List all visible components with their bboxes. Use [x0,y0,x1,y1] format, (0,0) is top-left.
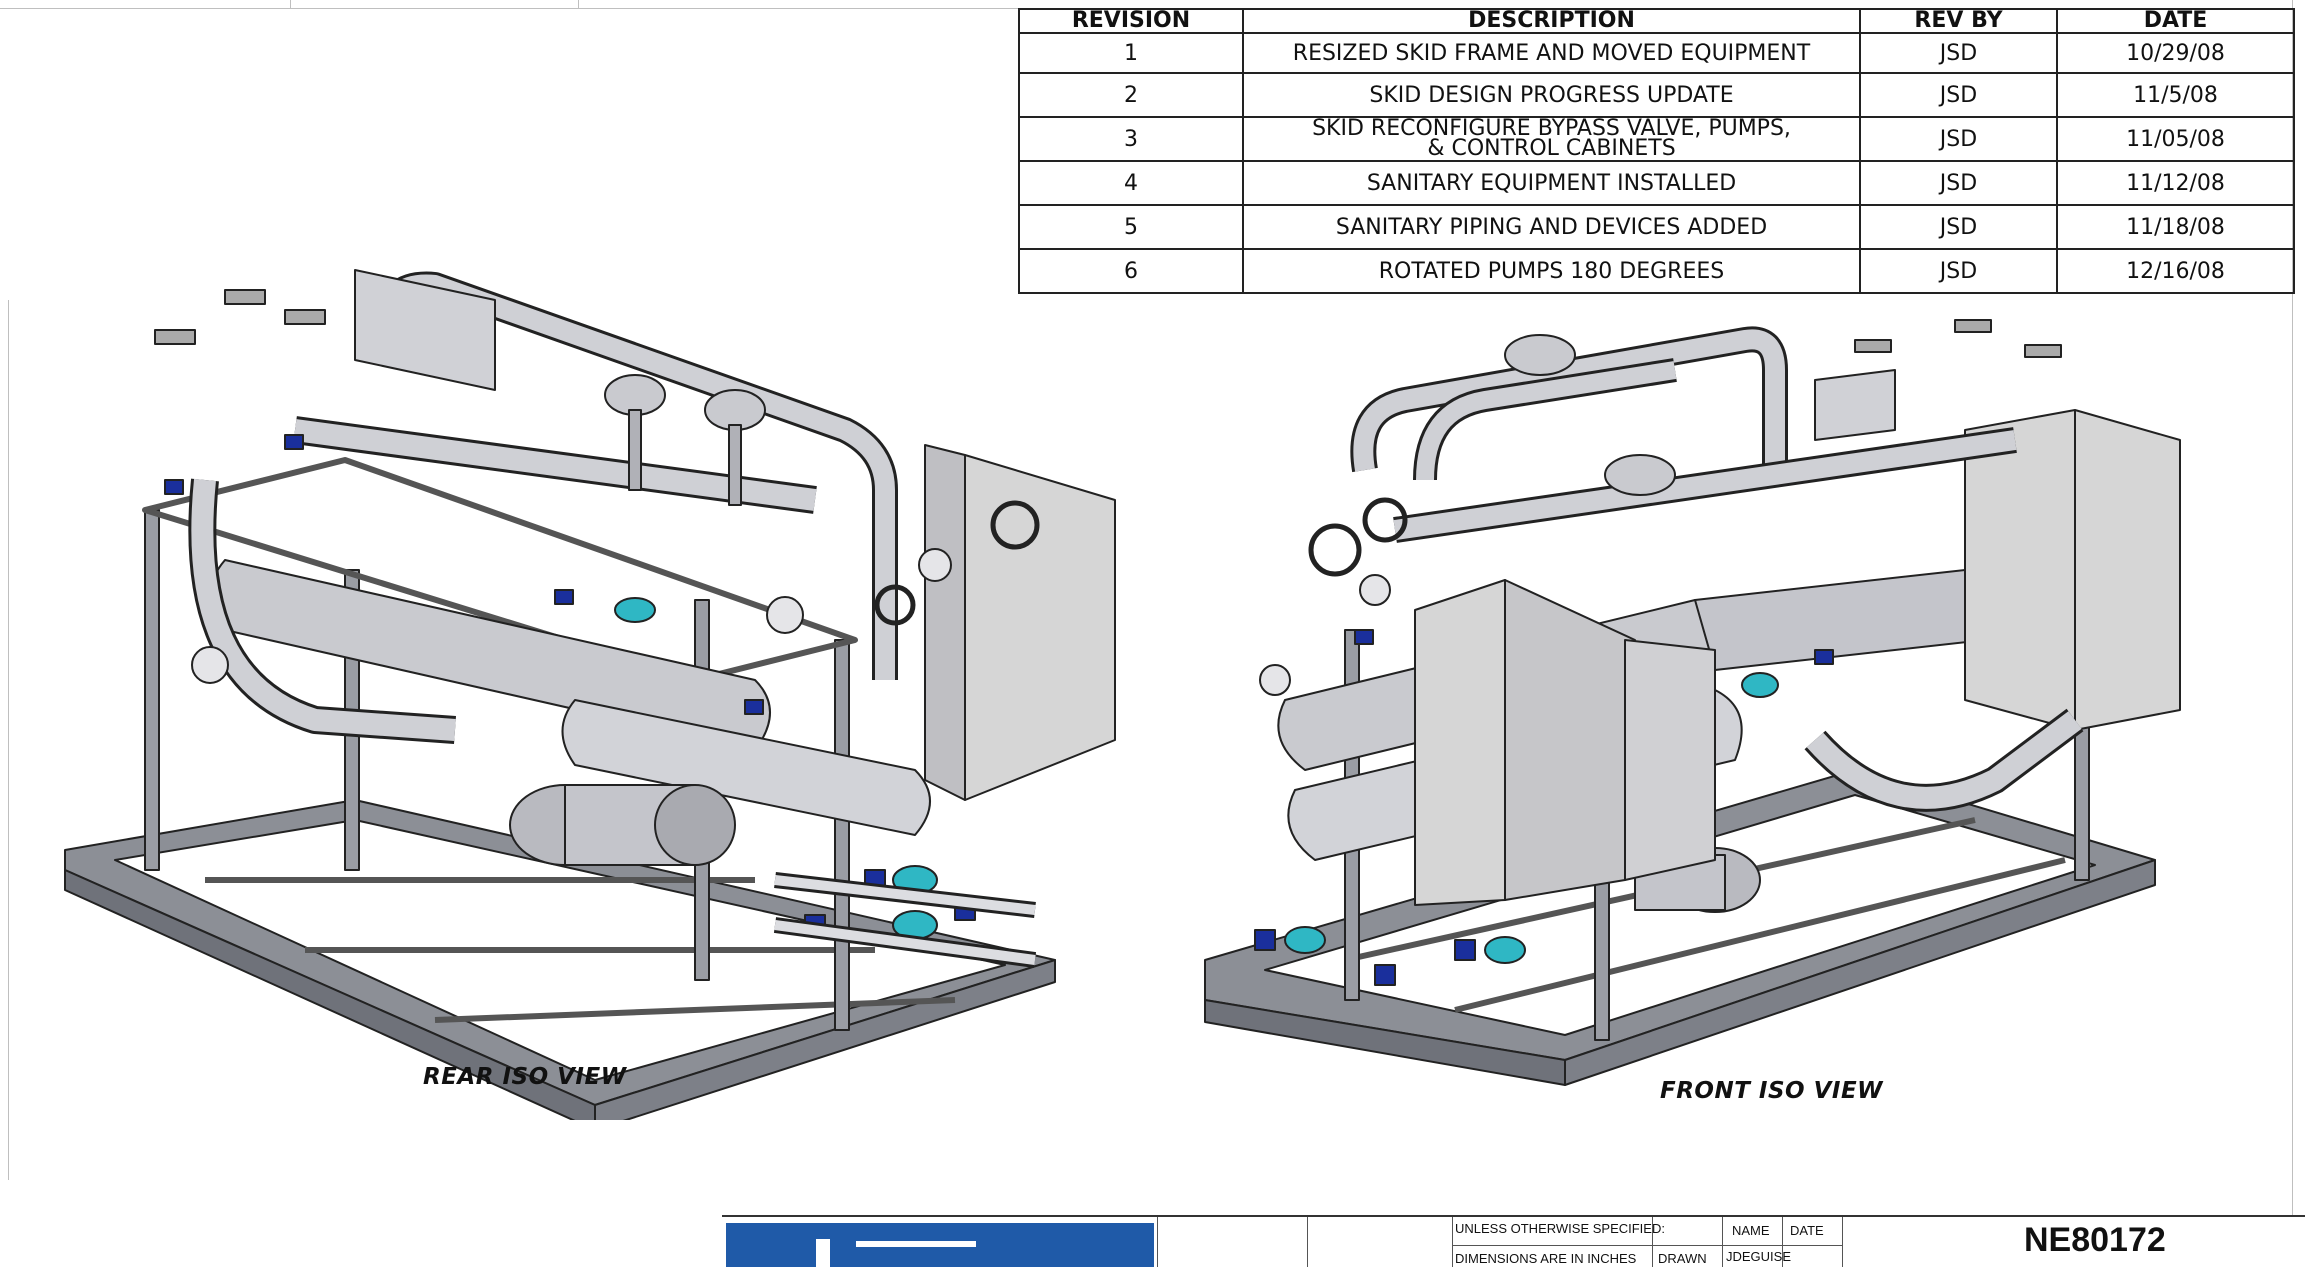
revision-date: 11/05/08 [2056,116,2295,162]
revision-date: 11/12/08 [2056,160,2295,206]
teal-instrument [614,597,656,623]
sheet-border-line [578,0,579,8]
front-iso-view [1195,300,2195,1100]
unless-specified-label: UNLESS OTHERWISE SPECIFIED: [1455,1221,1665,1236]
drawn-label: DRAWN [1658,1251,1707,1266]
blue-valve [554,589,574,605]
revision-description: RESIZED SKID FRAME AND MOVED EQUIPMENT [1242,32,1861,74]
sheet-border-line [2292,0,2293,1215]
revision-table: REVISION DESCRIPTION REV BY DATE 1 RESIZ… [1018,8,2295,294]
blue-valve [744,699,764,715]
date-header: DATE [1790,1223,1824,1238]
control-cabinet [1624,639,1716,881]
revision-by: JSD [1859,204,2058,250]
rev-by-column-header: REV BY [1859,8,2058,34]
blue-valve [1374,964,1396,986]
revision-description: ROTATED PUMPS 180 DEGREES [1242,248,1861,294]
revision-row: 1 RESIZED SKID FRAME AND MOVED EQUIPMENT… [1018,32,2295,74]
date-column-header: DATE [2056,8,2295,34]
revision-by: JSD [1859,248,2058,294]
description-column-header: DESCRIPTION [1242,8,1861,34]
teal-instrument [1284,926,1326,954]
revision-header-row: REVISION DESCRIPTION REV BY DATE [1018,8,2295,34]
revision-date: 12/16/08 [2056,248,2295,294]
company-logo [726,1223,1154,1267]
revision-by: JSD [1859,32,2058,74]
dimensions-note: DIMENSIONS ARE IN INCHES [1455,1251,1637,1266]
revision-number: 5 [1018,204,1244,250]
revision-row: 2 SKID DESIGN PROGRESS UPDATE JSD 11/5/0… [1018,72,2295,118]
logo-text-icon [856,1241,976,1273]
revision-number: 4 [1018,160,1244,206]
sheet-border-line [0,8,1018,9]
revision-description: SKID RECONFIGURE BYPASS VALVE, PUMPS, & … [1242,116,1861,162]
revision-by: JSD [1859,160,2058,206]
sheet-border-line [290,0,291,8]
control-cabinet [1414,579,1506,906]
logo-mark-icon [816,1239,830,1267]
teal-instrument [1484,936,1526,964]
blue-valve [1354,629,1374,645]
blue-valve [164,479,184,495]
revision-row: 3 SKID RECONFIGURE BYPASS VALVE, PUMPS, … [1018,116,2295,162]
revision-row: 4 SANITARY EQUIPMENT INSTALLED JSD 11/12… [1018,160,2295,206]
revision-by: JSD [1859,116,2058,162]
control-cabinet [964,454,1116,801]
revision-column-header: REVISION [1018,8,1244,34]
drawn-name: JDEGUISE [1726,1249,1792,1264]
revision-date: 10/29/08 [2056,32,2295,74]
blue-valve [1254,929,1276,951]
revision-description: SANITARY EQUIPMENT INSTALLED [1242,160,1861,206]
revision-number: 1 [1018,32,1244,74]
drawing-number: NE80172 [2024,1221,2166,1259]
front-iso-view-label: FRONT ISO VIEW [1660,1078,1884,1104]
front-iso-skid-drawing [1204,319,2181,1086]
revision-row: 5 SANITARY PIPING AND DEVICES ADDED JSD … [1018,204,2295,250]
rear-iso-skid-drawing [64,269,1116,1120]
sheet-border-line [8,300,9,1180]
revision-date: 11/5/08 [2056,72,2295,118]
teal-instrument [1741,672,1779,698]
blue-valve [1454,939,1476,961]
blue-valve [284,434,304,450]
skid-base-side [64,869,596,1120]
revision-date: 11/18/08 [2056,204,2295,250]
revision-description: SANITARY PIPING AND DEVICES ADDED [1242,204,1861,250]
title-block: UNLESS OTHERWISE SPECIFIED: DIMENSIONS A… [722,1215,2305,1267]
revision-number: 2 [1018,72,1244,118]
rear-iso-view [55,260,1135,1120]
revision-description: SKID DESIGN PROGRESS UPDATE [1242,72,1861,118]
blue-valve [1814,649,1834,665]
name-header: NAME [1732,1223,1770,1238]
revision-by: JSD [1859,72,2058,118]
revision-row: 6 ROTATED PUMPS 180 DEGREES JSD 12/16/08 [1018,248,2295,294]
revision-number: 6 [1018,248,1244,294]
rear-iso-view-label: REAR ISO VIEW [423,1064,627,1090]
revision-number: 3 [1018,116,1244,162]
control-cabinet [1964,409,2181,731]
